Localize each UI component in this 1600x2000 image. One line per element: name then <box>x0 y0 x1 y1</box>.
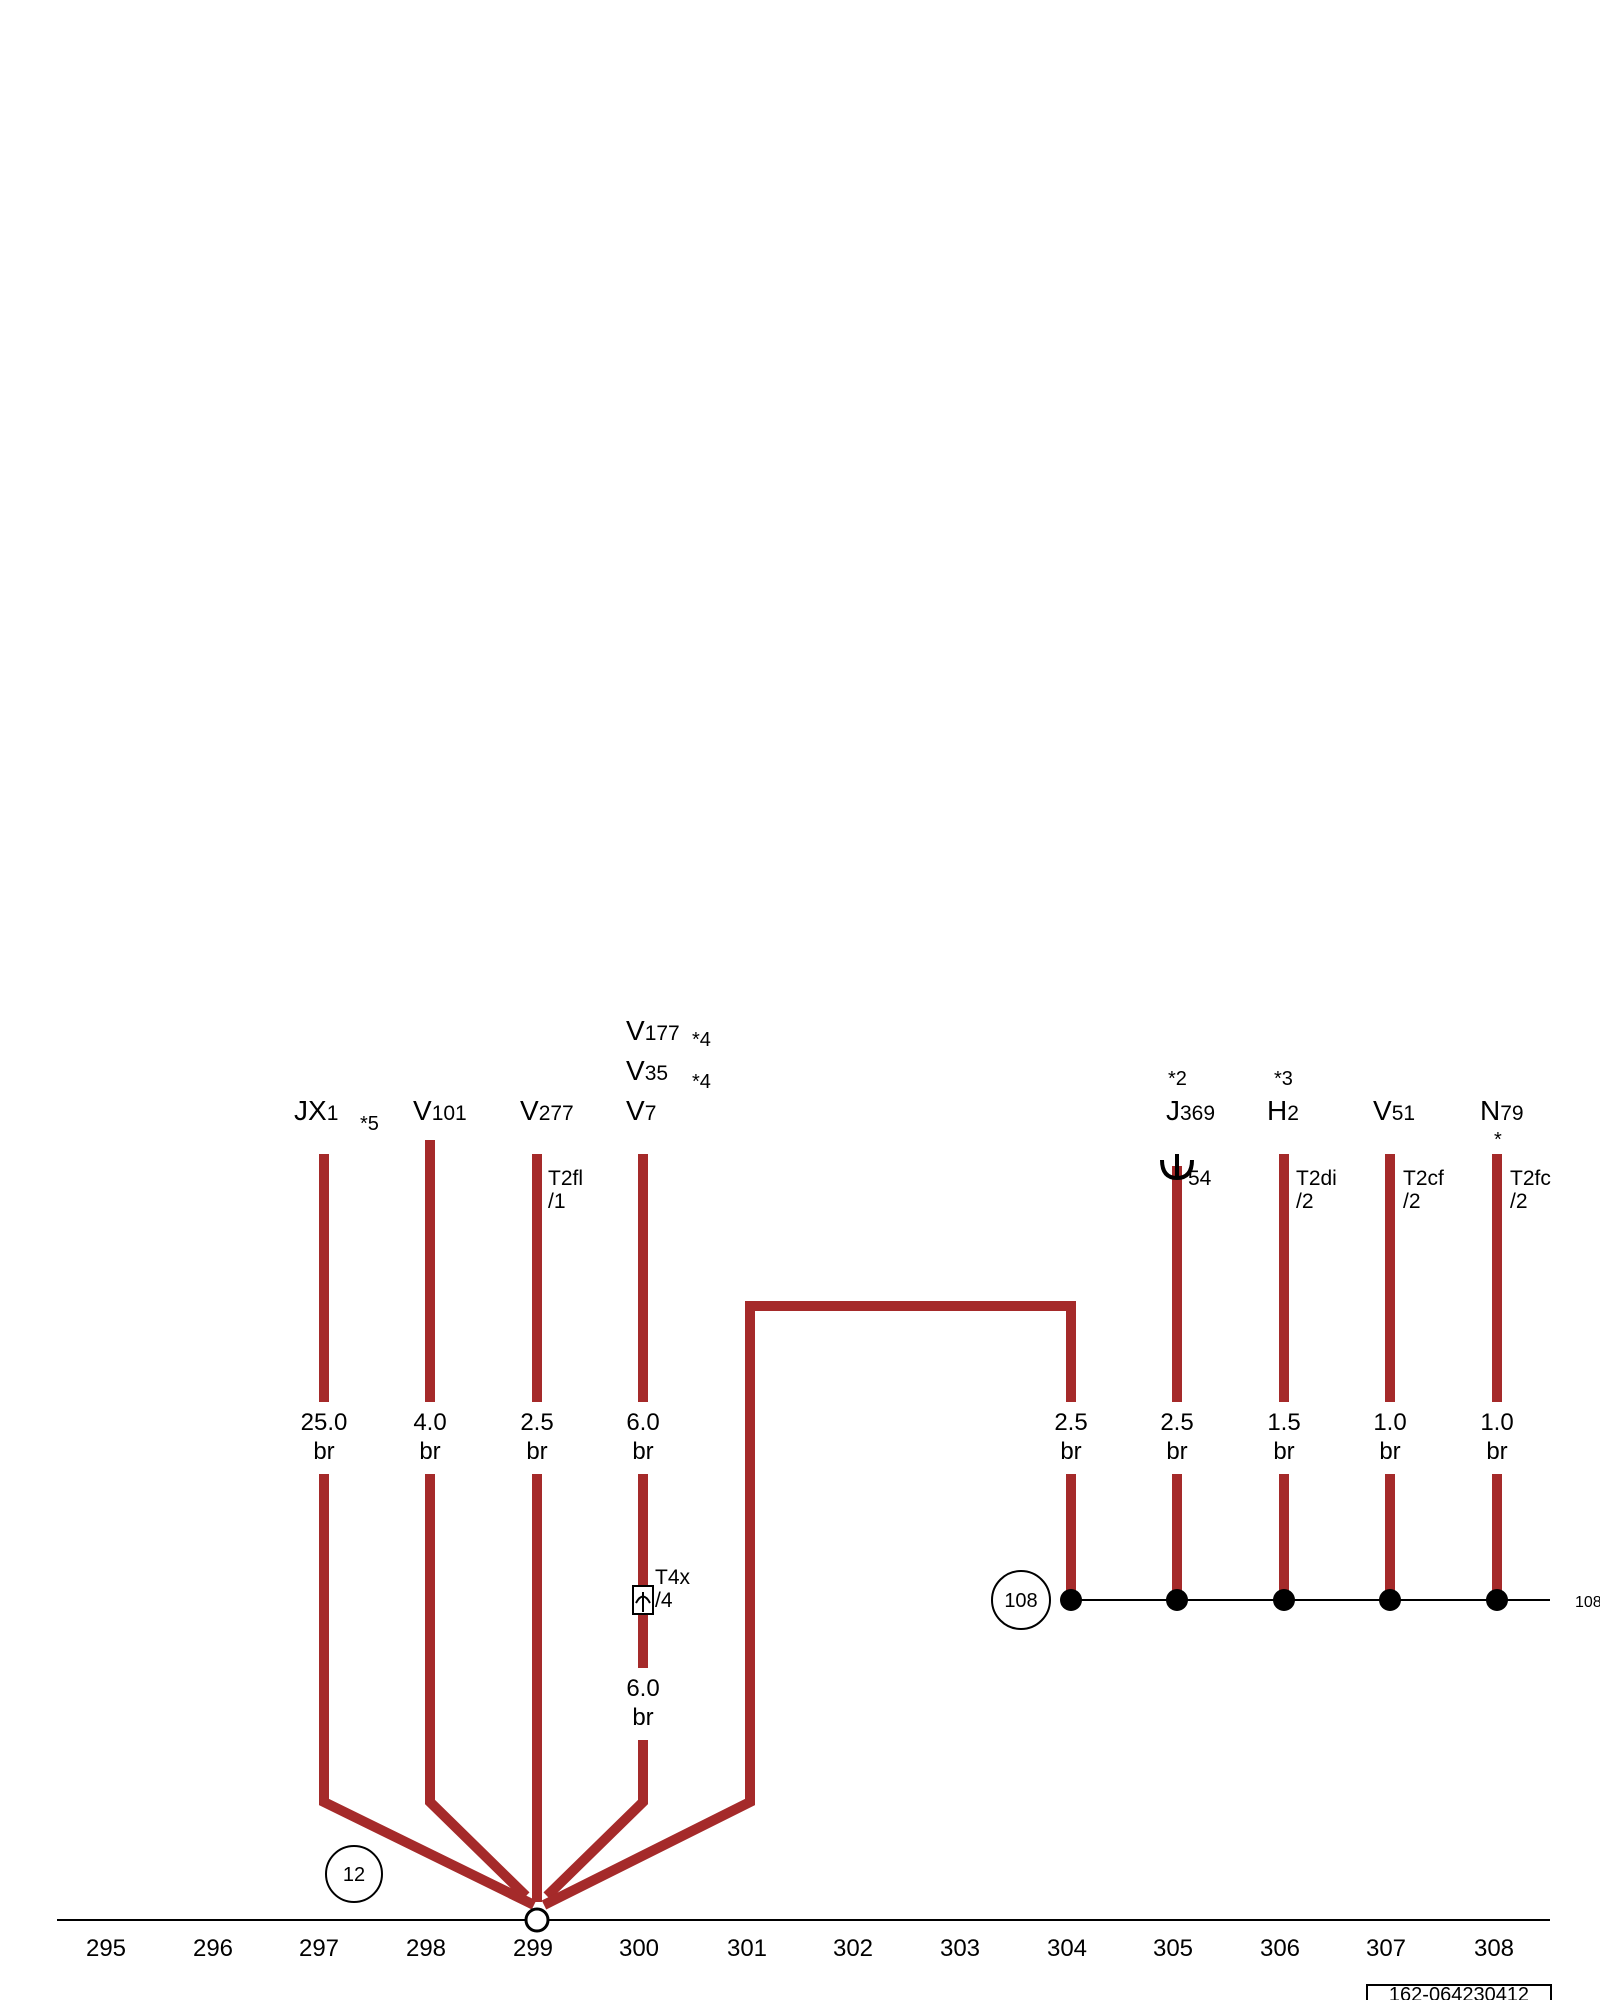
wire-298-color: br <box>419 1438 440 1465</box>
component-v101: V101 <box>413 1095 467 1126</box>
wire-297-size: 25.0 <box>301 1409 348 1436</box>
connector-v277-name: T2fl <box>548 1167 583 1190</box>
note-h2: *3 <box>1274 1068 1293 1090</box>
junction-dot-308 <box>1486 1589 1508 1611</box>
note-j369: *2 <box>1168 1068 1187 1090</box>
ground-point-12-marker <box>325 1845 383 1903</box>
wire-300b-size: 6.0 <box>626 1675 659 1702</box>
connector-t4x-name: T4x <box>655 1566 691 1589</box>
grid-number: 296 <box>193 1935 233 1962</box>
t4x-connector-icon <box>632 1585 654 1615</box>
ground-point-108-marker <box>991 1570 1051 1630</box>
wire-298-size: 4.0 <box>413 1409 446 1436</box>
connector-j369-pin: 54 <box>1188 1167 1212 1190</box>
wire-298 <box>425 1140 530 1900</box>
wire-308-color: br <box>1486 1438 1507 1465</box>
grid-number: 302 <box>833 1935 873 1962</box>
document-id: 162-064230412 <box>1389 1984 1529 2000</box>
junction-dot-307 <box>1379 1589 1401 1611</box>
component-v35: V35 <box>626 1055 668 1086</box>
component-jx1: JX1 <box>294 1095 338 1126</box>
ground-point-12-label: 12 <box>343 1864 365 1886</box>
wire-305-color: br <box>1166 1438 1187 1465</box>
wire-297-color: br <box>313 1438 334 1465</box>
note-jx1: *5 <box>360 1113 379 1135</box>
grid-number: 299 <box>513 1935 553 1962</box>
wire-306-color: br <box>1273 1438 1294 1465</box>
connector-v51-pin: /2 <box>1403 1190 1421 1213</box>
grid-number: 297 <box>299 1935 339 1962</box>
grid-number: 304 <box>1047 1935 1087 1962</box>
j369-contact-icon <box>1160 1154 1194 1181</box>
component-v177: V177 <box>626 1015 680 1046</box>
ground-junction-299 <box>524 1907 550 1933</box>
grid-number: 303 <box>940 1935 980 1962</box>
component-j369: J369 <box>1166 1095 1215 1126</box>
note-n79: * <box>1494 1129 1502 1151</box>
connector-t4x-pin: /4 <box>655 1589 673 1612</box>
connector-v51-name: T2cf <box>1403 1167 1444 1190</box>
component-v277: V277 <box>520 1095 574 1126</box>
wire-300b-color: br <box>632 1704 653 1731</box>
connector-v277-pin: /1 <box>548 1190 566 1213</box>
wire-304-size: 2.5 <box>1054 1409 1087 1436</box>
junction-dot-304 <box>1060 1589 1082 1611</box>
connector-n79-pin: /2 <box>1510 1190 1528 1213</box>
junction-dot-305 <box>1166 1589 1188 1611</box>
note-v177: *4 <box>692 1029 711 1051</box>
grid-number: 301 <box>727 1935 767 1962</box>
wire-300 <box>543 1154 648 1900</box>
wire-297 <box>319 1154 537 1910</box>
junction-dot-306 <box>1273 1589 1295 1611</box>
wire-306-size: 1.5 <box>1267 1409 1300 1436</box>
wire-307-size: 1.0 <box>1373 1409 1406 1436</box>
grid-number: 306 <box>1260 1935 1300 1962</box>
grid-numbers: 295 296 297 298 299 300 301 302 303 304 … <box>86 1935 1514 1962</box>
note-v35: *4 <box>692 1071 711 1093</box>
grid-number: 305 <box>1153 1935 1193 1962</box>
connector-n79-name: T2fc <box>1510 1167 1551 1190</box>
wire-299-color: br <box>526 1438 547 1465</box>
component-v51: V51 <box>1373 1095 1415 1126</box>
connector-h2-name: T2di <box>1296 1167 1337 1190</box>
wire-304-color: br <box>1060 1438 1081 1465</box>
wire-300-size: 6.0 <box>626 1409 659 1436</box>
wire-299-size: 2.5 <box>520 1409 553 1436</box>
grid-number: 300 <box>619 1935 659 1962</box>
grid-number: 298 <box>406 1935 446 1962</box>
component-n79: N79 <box>1480 1095 1524 1126</box>
connector-h2-pin: /2 <box>1296 1190 1314 1213</box>
grid-number: 295 <box>86 1935 126 1962</box>
ground-point-108-ref: 108 <box>1575 1594 1600 1611</box>
wire-300-color: br <box>632 1438 653 1465</box>
wire-308-size: 1.0 <box>1480 1409 1513 1436</box>
wire-307-color: br <box>1379 1438 1400 1465</box>
grid-number: 308 <box>1474 1935 1514 1962</box>
component-h2: H2 <box>1267 1095 1299 1126</box>
ground-point-108-label: 108 <box>1004 1590 1037 1612</box>
wire-305-size: 2.5 <box>1160 1409 1193 1436</box>
component-v7: V7 <box>626 1095 656 1126</box>
document-id-box <box>1366 1984 1552 2000</box>
grid-number: 307 <box>1366 1935 1406 1962</box>
